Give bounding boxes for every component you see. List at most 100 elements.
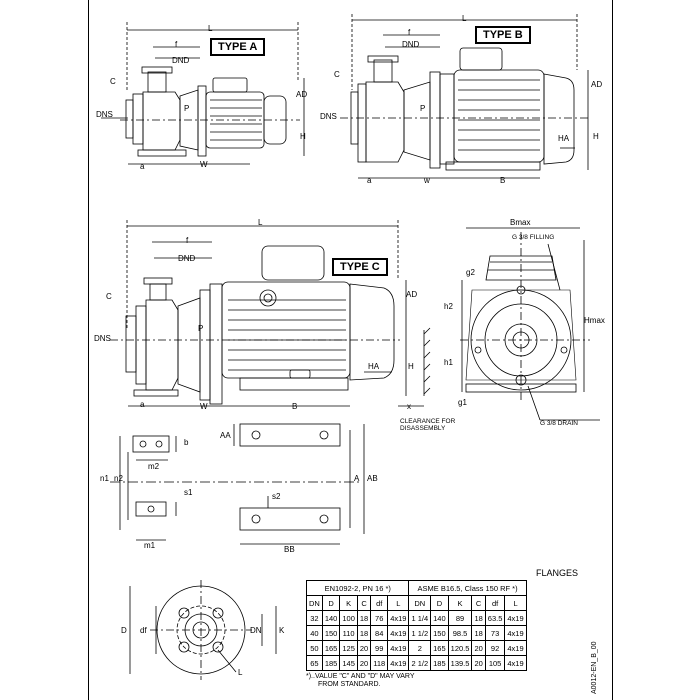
side-view — [460, 227, 600, 421]
side-dim-bmax: Bmax — [510, 218, 531, 227]
flanges-table-cell: 185 — [321, 655, 341, 671]
right-frame-line — [612, 0, 613, 700]
flanges-table-cell: 110 — [339, 625, 358, 641]
flanges-table-cell: 20 — [471, 640, 486, 656]
flanges-table-cell: 165 — [321, 640, 341, 656]
flanges-table-cell: 4x19 — [387, 655, 410, 671]
type-a-dim-w: W — [200, 160, 208, 169]
flanges-table-cell: 99 — [370, 640, 389, 656]
flanges-table-cell: 32 — [306, 610, 323, 626]
flanges-column-header: C — [471, 595, 486, 611]
flanges-table: EN1092-2, PN 16 *) ASME B16.5, Class 150… — [305, 580, 527, 671]
flange-dim-k: K — [279, 626, 285, 635]
side-dim-g2: g2 — [466, 268, 475, 277]
type-c-dim-c: C — [106, 292, 112, 301]
document-code: A0012-EN_B_00 — [591, 641, 598, 694]
flanges-table-cell: 120.5 — [447, 640, 473, 656]
flanges-table-cell: 1 1/2 — [408, 625, 432, 641]
flanges-table-cell: 84 — [370, 625, 389, 641]
type-c-dim-b: B — [292, 402, 298, 411]
type-b-dim-f: f — [408, 28, 411, 37]
clearance-note-line-2: DISASSEMBLY — [400, 425, 446, 432]
foot-dim-s1: s1 — [184, 488, 193, 497]
flanges-table-cell: 145 — [339, 655, 358, 671]
side-dim-h1: h1 — [444, 358, 453, 367]
flanges-column-header: L — [387, 595, 410, 611]
flanges-table-cell: 150 — [321, 625, 341, 641]
foot-dim-m1: m1 — [144, 541, 156, 550]
foot-dim-s2: s2 — [272, 492, 281, 501]
flanges-table-cell: 20 — [471, 655, 486, 671]
type-c-dim-h: H — [408, 362, 414, 371]
type-c-view — [110, 220, 431, 407]
type-c-dim-w: W — [200, 402, 208, 411]
flanges-column-header: DN — [408, 595, 432, 611]
flanges-table-cell: 89 — [447, 610, 473, 626]
en-standard-header: EN1092-2, PN 16 *) — [305, 580, 410, 596]
flanges-table-cell: 18 — [471, 610, 486, 626]
side-dim-hmax: Hmax — [584, 316, 605, 325]
type-c-dim-a: a — [140, 400, 145, 409]
flanges-table-cell: 63.5 — [484, 610, 506, 626]
asme-standard-header: ASME B16.5, Class 150 RF *) — [408, 580, 527, 596]
flanges-table-cell: 4x19 — [504, 640, 527, 656]
flanges-table-cell: 65 — [306, 655, 323, 671]
type-b-dim-p: P — [420, 104, 426, 113]
flange-dim-dn: DN — [250, 626, 262, 635]
left-frame-line — [88, 0, 89, 700]
type-a-dim-c: C — [110, 77, 116, 86]
type-c-dim-x: x — [407, 402, 411, 411]
flanges-column-header: D — [321, 595, 341, 611]
type-b-label: TYPE B — [475, 26, 531, 44]
flanges-table-cell: 98.5 — [447, 625, 473, 641]
type-a-dim-p: P — [184, 104, 190, 113]
flanges-table-cell: 118 — [370, 655, 389, 671]
flanges-table-cell: 2 — [408, 640, 432, 656]
type-a-dim-f: f — [175, 40, 178, 49]
type-a-dim-a: a — [140, 162, 145, 171]
flanges-title: FLANGES — [536, 568, 579, 578]
type-c-dim-l: L — [258, 218, 263, 227]
flanges-table-cell: 4x19 — [387, 610, 410, 626]
flanges-footnote-1: *)..VALUE "C" AND "D" MAY VARY — [306, 673, 415, 680]
type-a-dim-ad: AD — [296, 90, 308, 99]
flanges-standard-row: EN1092-2, PN 16 *) ASME B16.5, Class 150… — [305, 580, 527, 596]
flanges-column-header: DN — [306, 595, 323, 611]
flanges-footnote-2: FROM STANDARD. — [318, 681, 381, 688]
type-a-dim-h: H — [300, 132, 306, 141]
flanges-table-cell: 185 — [430, 655, 449, 671]
flanges-table-cell: 92 — [484, 640, 506, 656]
side-dim-h2: h2 — [444, 302, 453, 311]
side-dim-g1: g1 — [458, 398, 467, 407]
type-a-view — [101, 22, 305, 165]
flanges-table-cell: 4x19 — [387, 640, 410, 656]
flanges-table-cell: 105 — [484, 655, 506, 671]
foot-dim-aa: AA — [220, 431, 231, 440]
type-a-dim-l: L — [208, 24, 213, 33]
foot-dim-m2: m2 — [148, 462, 160, 471]
flanges-column-header: K — [339, 595, 358, 611]
flanges-table-cell: 50 — [306, 640, 323, 656]
flanges-table-cell: 76 — [370, 610, 389, 626]
flanges-column-header: df — [484, 595, 506, 611]
flanges-table-cell: 73 — [484, 625, 506, 641]
type-c-dim-p: P — [198, 324, 204, 333]
flanges-table-cell: 125 — [339, 640, 358, 656]
flanges-table-cell: 40 — [306, 625, 323, 641]
foot-dim-a: A — [354, 474, 360, 483]
flanges-table-cell: 4x19 — [504, 625, 527, 641]
type-b-view — [340, 14, 590, 179]
flanges-table-cell: 4x19 — [387, 625, 410, 641]
foot-dim-bb: BB — [284, 545, 295, 554]
flanges-table-cell: 18 — [356, 625, 372, 641]
type-c-label: TYPE C — [332, 258, 388, 276]
flanges-column-header: K — [447, 595, 473, 611]
type-b-dim-ha: HA — [558, 134, 570, 143]
clearance-note-line-1: CLEARANCE FOR — [400, 418, 456, 425]
type-b-dim-h: H — [593, 132, 599, 141]
